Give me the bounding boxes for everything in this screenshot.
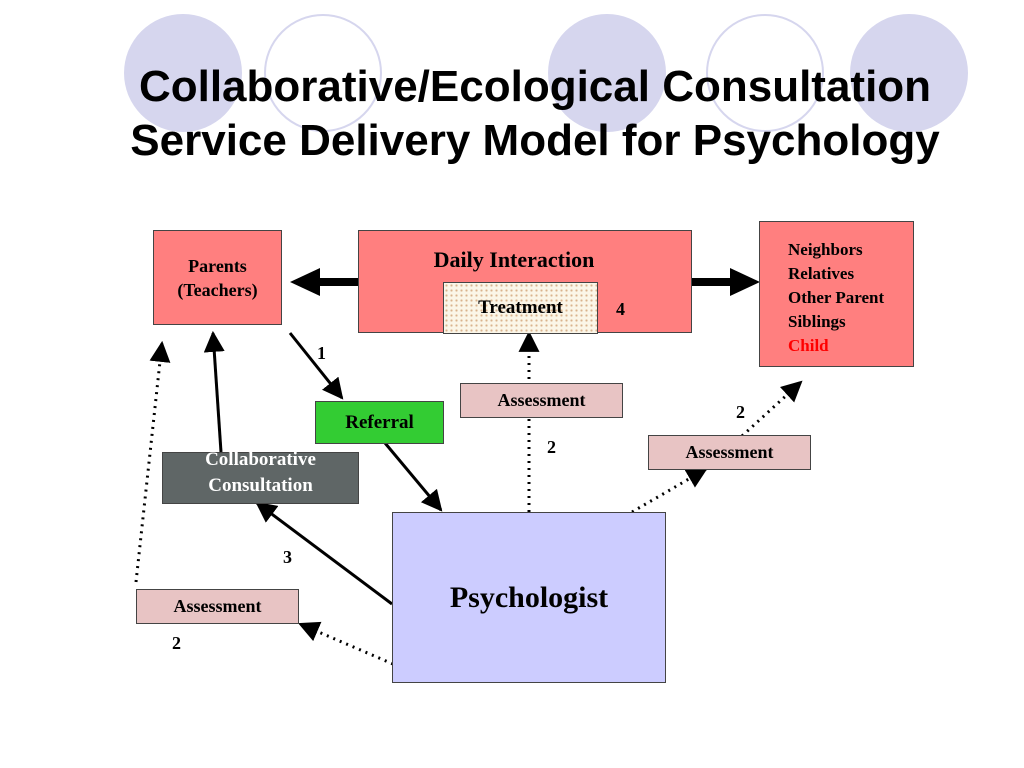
referral-label: Referral — [345, 411, 414, 433]
psychologist-box: Psychologist — [392, 512, 666, 683]
teachers-label: (Teachers) — [177, 279, 258, 300]
collaborative-consultation-box: Collaborative Consultation — [162, 449, 359, 504]
step-label-3: 3 — [283, 547, 292, 567]
decor-circle-5 — [850, 14, 968, 132]
community-box: Neighbors Relatives Other Parent Sibling… — [759, 221, 914, 367]
dotted-to-left-assessment — [298, 621, 394, 666]
thick-arrow-left — [290, 268, 358, 296]
arrow-psychologist-to-collab — [255, 501, 393, 606]
assessment-label: Assessment — [497, 390, 586, 410]
thick-arrow-right — [691, 268, 760, 296]
assessment-label: Assessment — [173, 596, 262, 616]
daily-interaction-label: Daily Interaction — [433, 247, 595, 272]
dotted-to-parents — [134, 340, 171, 583]
dotted-to-community — [740, 380, 803, 438]
community-item-siblings: Siblings — [788, 312, 846, 331]
community-item-child: Child — [788, 336, 829, 355]
consultation-label: Consultation — [208, 475, 313, 496]
community-item-neighbors: Neighbors — [788, 240, 863, 259]
psychologist-label: Psychologist — [449, 580, 609, 614]
step-label-1: 1 — [317, 343, 326, 363]
assessment-label: Assessment — [685, 442, 774, 462]
decor-circle-3 — [548, 14, 666, 132]
parents-box: Parents (Teachers) — [153, 230, 282, 325]
decor-circle-4 — [706, 14, 824, 132]
step-label-2-center: 2 — [547, 437, 556, 457]
slide-title: Collaborative/Ecological Consultation Se… — [60, 60, 1010, 168]
collaborative-label: Collaborative — [205, 449, 316, 470]
arrow-parents-to-referral — [288, 332, 344, 400]
title-line-1: Collaborative/Ecological Consultation — [138, 62, 932, 111]
title-line-2: Service Delivery Model for Psychology — [130, 116, 940, 165]
assessment-box-top: Assessment — [460, 383, 623, 418]
dotted-to-right-assessment — [631, 467, 708, 514]
arrow-collab-to-parents — [203, 330, 225, 453]
community-item-other-parent: Other Parent — [788, 288, 885, 307]
arrow-referral-to-psychologist — [383, 442, 443, 512]
step-label-2-right: 2 — [736, 402, 745, 422]
referral-box: Referral — [315, 401, 444, 444]
assessment-box-left: Assessment — [136, 589, 299, 624]
assessment-box-right: Assessment — [648, 435, 811, 470]
parents-label: Parents — [188, 255, 247, 276]
step-label-4: 4 — [616, 299, 625, 319]
treatment-box: Treatment — [443, 282, 598, 334]
treatment-label: Treatment — [478, 297, 563, 318]
decor-circle-1 — [124, 14, 242, 132]
community-item-relatives: Relatives — [788, 264, 855, 283]
step-label-2-left: 2 — [172, 633, 181, 653]
decor-circle-2 — [264, 14, 382, 132]
